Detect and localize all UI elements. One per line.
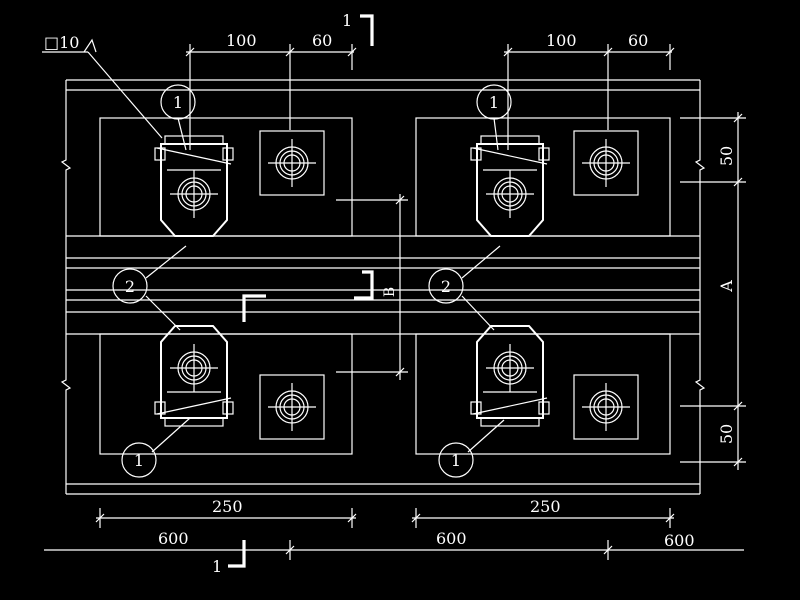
dim-top-left-100: 100 [226,31,257,50]
callout-1-bottom-right: 1 [438,442,474,478]
dim-top-right-60: 60 [628,31,648,50]
dim-center-B: B [382,287,398,297]
section-marker-rail-right [354,270,374,300]
dim-bottom-left-250: 250 [212,497,243,516]
rail-clip [154,135,234,237]
callout-1-top-right: 1 [476,84,512,120]
callout-label: 2 [441,277,451,296]
dim-top-left-60: 60 [312,31,332,50]
section-marker-bottom: 1 [212,540,246,576]
section-label-top: 1 [342,11,352,30]
top-dimension-right: 100 60 [503,31,675,150]
section-marker-top: 1 [342,11,374,46]
rail [66,235,700,335]
dim-bottom-600-right: 600 [664,531,695,550]
callout-label: 1 [173,93,183,112]
anchor-bolt-square [573,130,639,196]
dim-bottom-right-250: 250 [530,497,561,516]
callout-2-right: 2 [428,268,464,304]
right-dimensions: 50 A 50 [680,112,746,470]
dim-right-top-50: 50 [717,146,736,166]
slab-outline [60,79,706,495]
bolt-nut-icon [268,383,316,431]
dim-bottom-600-mid: 600 [436,529,467,548]
callout-2-left: 2 [112,268,148,304]
callout-label: 1 [134,451,144,470]
dim-right-A: A [717,280,736,293]
callout-1-top-left: 1 [160,84,196,120]
callout-label: 1 [489,93,499,112]
callout-label: 2 [125,277,135,296]
bolt-nut-icon [582,139,630,187]
bolt-nut-icon [268,139,316,187]
anchor-bolt-group [259,130,639,440]
dim-right-bottom-50: 50 [717,424,736,444]
anchor-bolt-square [573,374,639,440]
center-dimension-B: B [336,194,408,380]
rail-clip [470,325,550,427]
callout-leaders [145,117,505,453]
section-marker-rail-left [242,294,266,322]
bolt-nut-icon [170,170,218,218]
bottom-dimensions: 250 250 600 600 600 [44,497,744,560]
bolt-nut-icon [486,344,534,392]
callout-1-bottom-left: 1 [121,442,157,478]
base-plates [99,117,671,455]
anchor-bolt-square [259,374,325,440]
callout-label: 1 [451,451,461,470]
section-label-bottom: 1 [212,557,222,576]
anchor-bolt-square [259,130,325,196]
weld-symbol-label: □10 [44,33,79,52]
top-dimension-left: 100 60 [185,31,357,150]
rail-clip [154,325,234,427]
rail-clip-group [154,135,550,427]
weld-symbol: □10 [42,33,163,139]
dim-top-right-100: 100 [546,31,577,50]
bolt-nut-icon [582,383,630,431]
dim-bottom-600-left: 600 [158,529,189,548]
bolt-nut-icon [170,344,218,392]
rail-clip [470,135,550,237]
bolt-nut-icon [486,170,534,218]
